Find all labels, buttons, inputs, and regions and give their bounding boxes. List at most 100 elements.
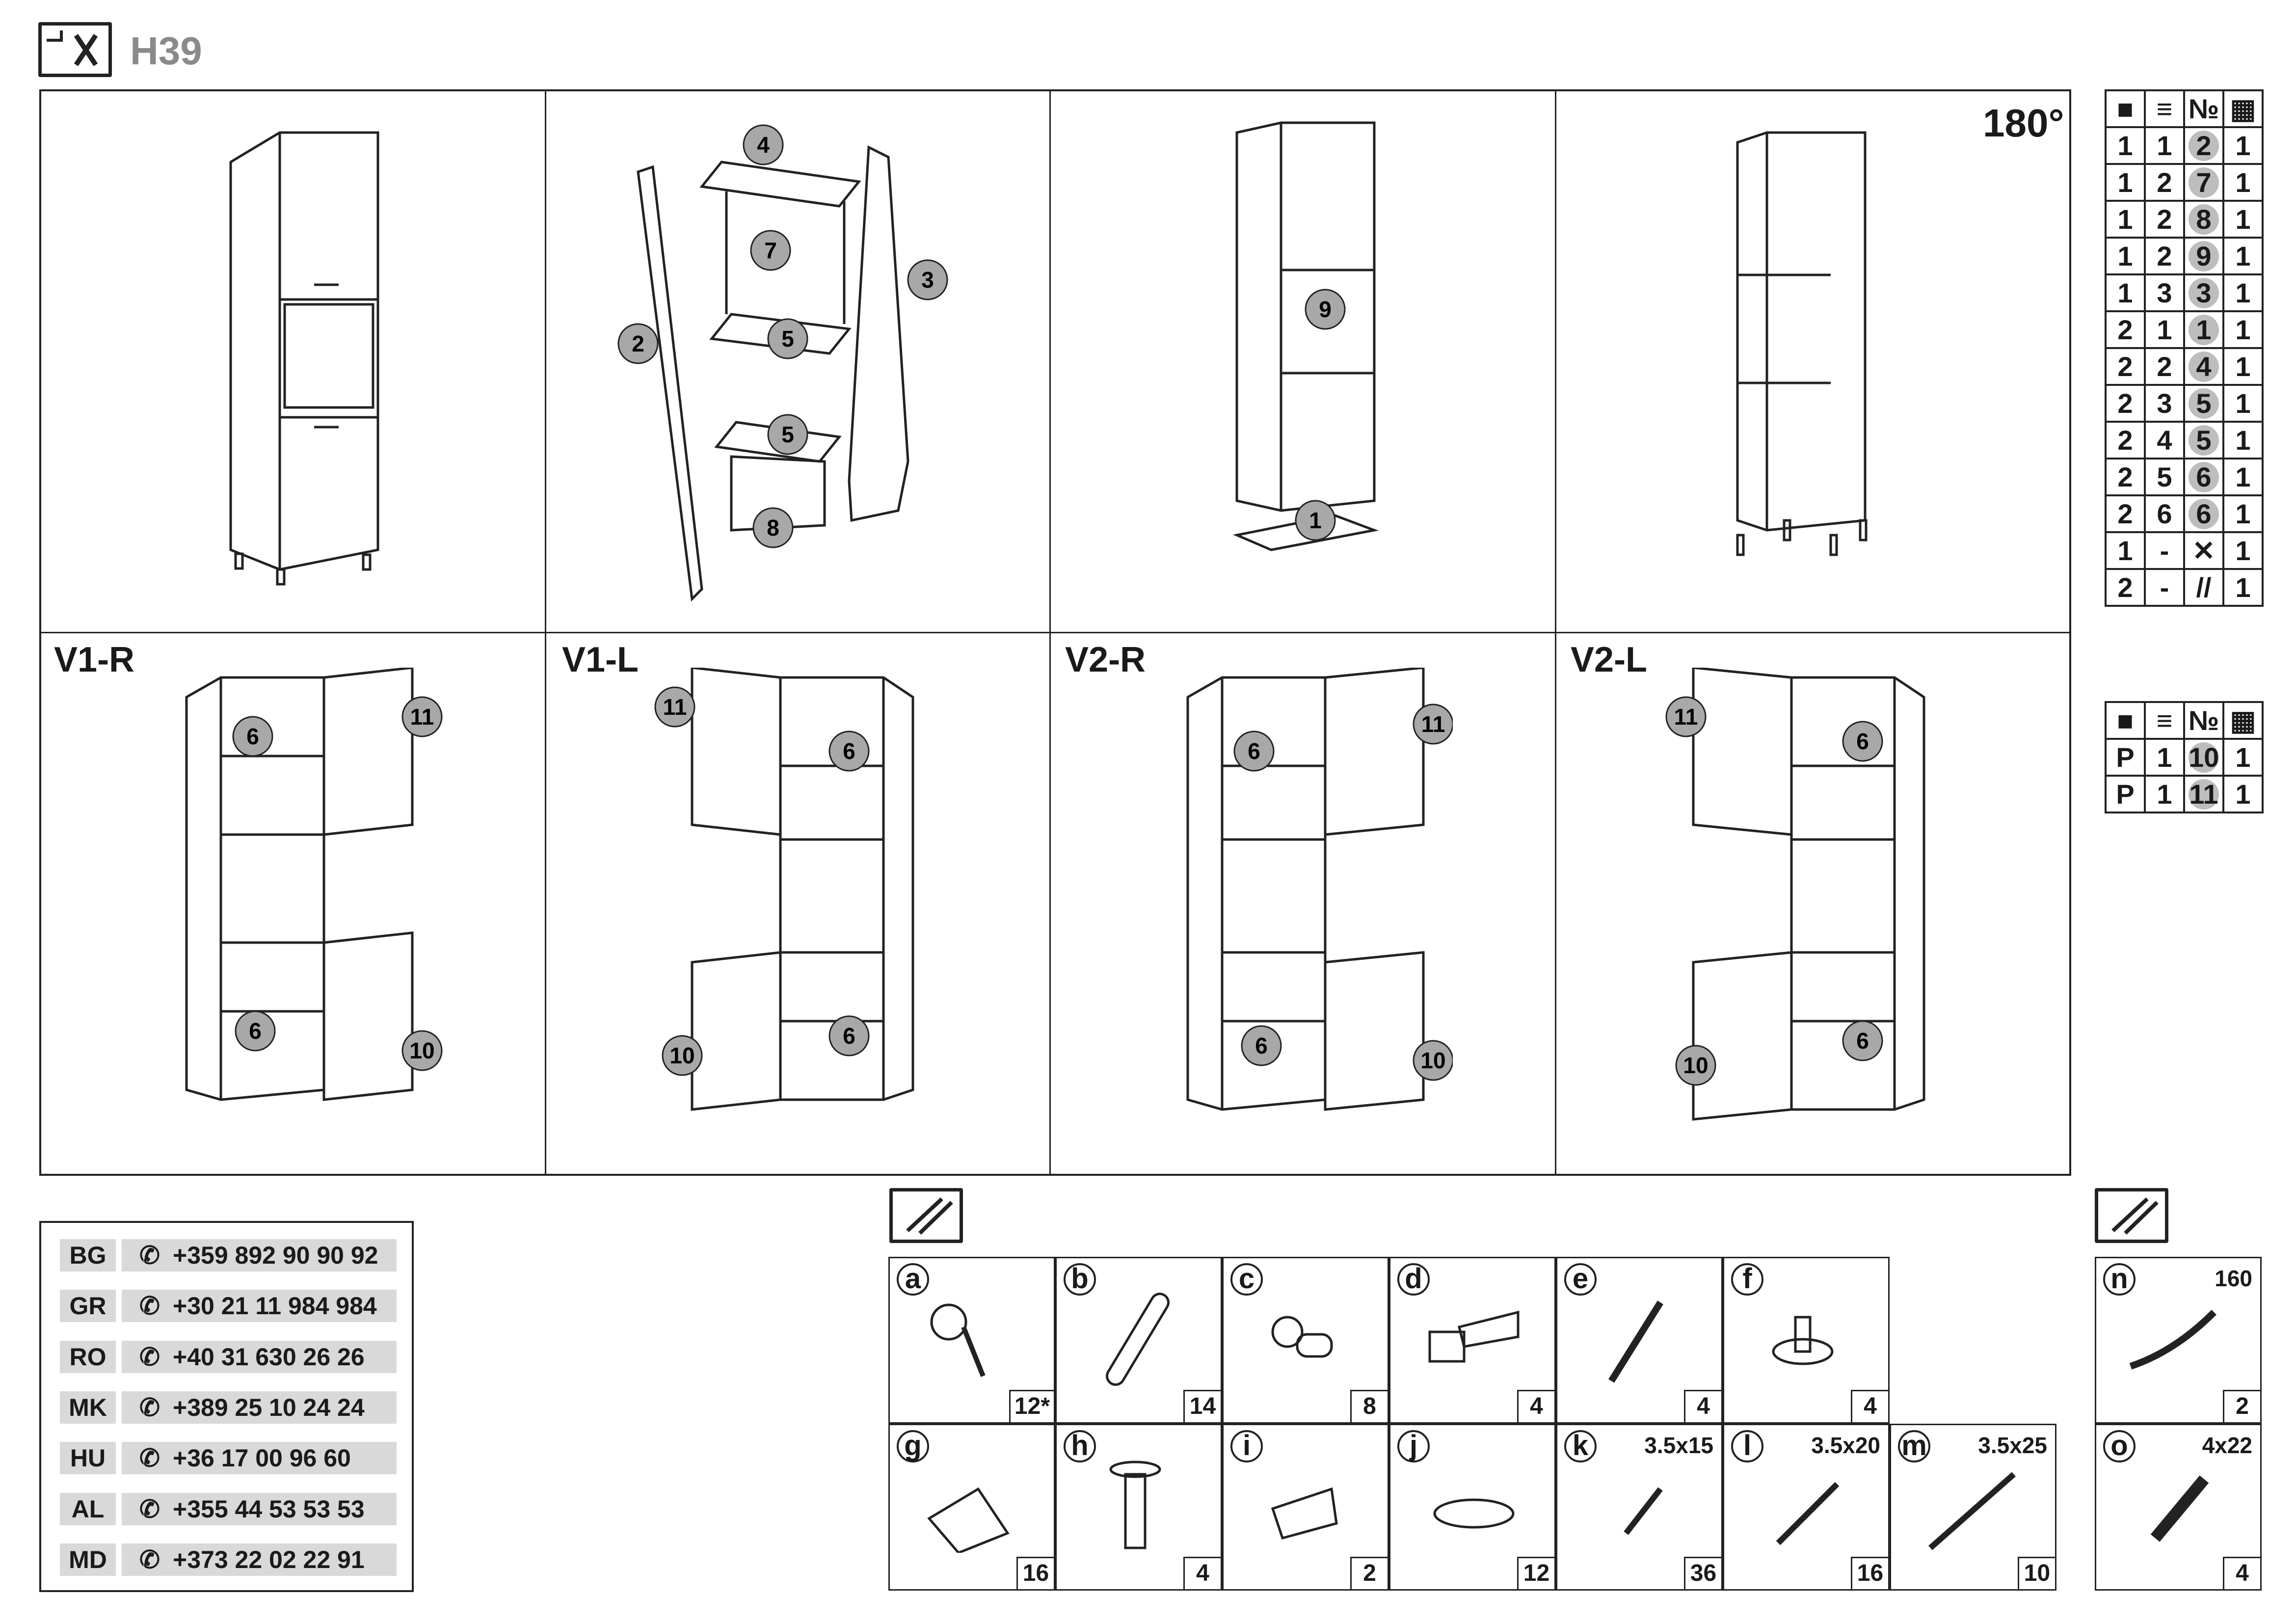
dowel-icon [1106,1293,1170,1386]
phone-number: +36 17 00 96 60 [173,1444,351,1472]
hardware-quantity: 4 [1851,1390,1888,1422]
rotation-label: 180° [1983,101,2064,145]
contact-row: HU✆+36 17 00 96 60 [60,1442,397,1474]
hardware-letter: n [2103,1263,2136,1296]
hardware-letter: h [1064,1430,1096,1462]
phone-number: +355 44 53 53 53 [173,1495,365,1523]
variant-label: V1-L [562,640,639,679]
phone-number: +359 892 90 90 92 [173,1242,378,1269]
hardware-quantity: 4 [1684,1390,1721,1422]
hardware-letter: c [1230,1263,1263,1296]
contact-row: GR✆+30 21 11 984 984 [60,1290,397,1322]
hardware-letter: i [1230,1430,1263,1462]
hardware-quantity: 4 [1517,1390,1554,1422]
part-callout: 8 [767,515,779,541]
part-number: 4 [2189,352,2219,382]
part-callout: 6 [843,738,855,764]
part-number: 8 [2189,204,2219,235]
part-callout: 11 [410,704,434,730]
part-callout: 10 [1420,1048,1445,1073]
part-callout: 7 [764,238,777,263]
corner-bracket-icon [927,1487,1010,1553]
hardware-letter: b [1064,1263,1096,1296]
variant-label: V2-R [1065,640,1146,679]
glide-icon [1772,1316,1834,1365]
screw-size: 3.5x15 [1644,1433,1713,1458]
phone-number: +373 22 02 22 91 [173,1546,365,1573]
box-icon: ■ [2105,89,2146,128]
variant-label: V2-L [1571,640,1648,679]
part-callout: 5 [781,326,794,352]
part-callout: 3 [921,267,934,293]
contact-row: AL✆+355 44 53 53 53 [60,1493,397,1525]
hardware-quantity: 36 [1684,1557,1721,1589]
number-column-header: № [2183,89,2224,128]
screw-icon [1928,1472,2016,1550]
part-callout: 4 [757,132,770,158]
contact-row: MD✆+373 22 02 22 91 [60,1543,397,1576]
step4-fittings-drawing [1736,131,1868,556]
hardware-quantity: 8 [1350,1390,1388,1422]
shelf-pin-icon [1271,1316,1333,1358]
phone-icon: ✆ [139,1242,160,1269]
hardware-quantity: 12* [1009,1390,1054,1422]
part-callout: 6 [246,724,259,749]
handle-size: 160 [2215,1266,2252,1291]
hardware-letter: d [1397,1263,1430,1296]
v2l-drawing: 11 6 6 10 [1665,668,1925,1121]
contact-row: RO✆+40 31 630 26 26 [60,1341,397,1373]
stack-icon: ≡ [2144,89,2185,128]
disc-icon [1433,1498,1515,1529]
part-callout: 2 [632,331,644,356]
cam-lock-icon [930,1303,986,1377]
long-screw-icon [1608,1300,1663,1383]
screws-icon: // [2183,568,2224,607]
bolt-size: 4x22 [2202,1433,2252,1458]
part-callout: 11 [663,694,687,720]
phone-icon: ✆ [139,1292,160,1320]
handle-icon [2129,1310,2216,1370]
phone-number: +40 31 630 26 26 [173,1343,365,1371]
quantity-icon: ▦ [2222,701,2264,740]
phone-icon: ✆ [139,1394,160,1421]
stack-icon: ≡ [2144,701,2185,740]
part-number: 7 [2189,167,2219,198]
contact-row: MK✆+389 25 10 24 24 [60,1391,397,1424]
part-callout: 5 [781,422,794,447]
support-contacts: BG✆+359 892 90 90 92 GR✆+30 21 11 984 98… [39,1221,414,1592]
part-callout: 10 [409,1038,434,1063]
number-column-header: № [2183,701,2224,740]
hardware-quantity: 10 [2018,1557,2055,1589]
hardware-cell: k 3.5x15 36 [1556,1424,1723,1591]
hardware-quantity: 2 [1350,1557,1388,1589]
part-callout: 6 [1248,738,1260,764]
part-number: 11 [2189,779,2219,810]
tools-icon [38,22,112,77]
part-callout: 10 [669,1043,694,1068]
hinge-icon [1428,1310,1520,1363]
hardware-letter: k [1564,1430,1597,1462]
part-number: 3 [2189,278,2219,308]
box-icon: ■ [2105,701,2146,740]
step3-carcass-drawing: 9 1 [1232,121,1379,551]
